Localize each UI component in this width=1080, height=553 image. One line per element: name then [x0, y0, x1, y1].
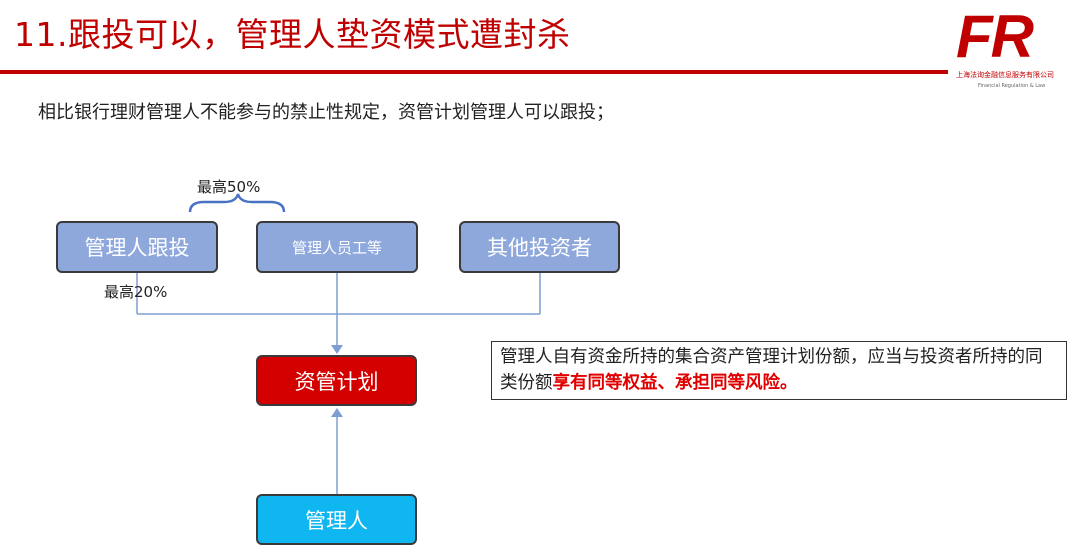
node-asset-plan: 资管计划 [256, 355, 417, 406]
note-box: 管理人自有资金所持的集合资产管理计划份额，应当与投资者所持的同类份额享有同等权益… [491, 341, 1067, 400]
slide-title: 11.跟投可以，管理人垫资模式遭封杀 [14, 15, 571, 54]
arrow-down-head [331, 345, 343, 354]
arrow-up-head [331, 408, 343, 417]
company-logo: FR 上海法询金融信息服务有限公司 Financial Regulation &… [950, 6, 1070, 92]
note-emphasis: 享有同等权益、承担同等风险。 [552, 373, 798, 393]
node-manager-staff: 管理人员工等 [256, 221, 418, 273]
logo-company-cn: 上海法询金融信息服务有限公司 [956, 71, 1054, 79]
node-manager: 管理人 [256, 494, 417, 545]
label-max-20: 最高20% [104, 283, 168, 301]
note-text: 管理人自有资金所持的集合资产管理计划份额，应当与投资者所持的同类份额 [500, 347, 1043, 393]
node-other-investors: 其他投资者 [459, 221, 620, 273]
node-manager-coinvest: 管理人跟投 [56, 221, 218, 273]
logo-mark: FR [956, 3, 1034, 70]
slide-subtitle: 相比银行理财管理人不能参与的禁止性规定，资管计划管理人可以跟投； [38, 102, 614, 123]
logo-company-en: Financial Regulation & Law [978, 83, 1046, 89]
brace-50 [188, 193, 286, 213]
label-max-50: 最高50% [197, 178, 261, 196]
title-divider [0, 70, 948, 74]
